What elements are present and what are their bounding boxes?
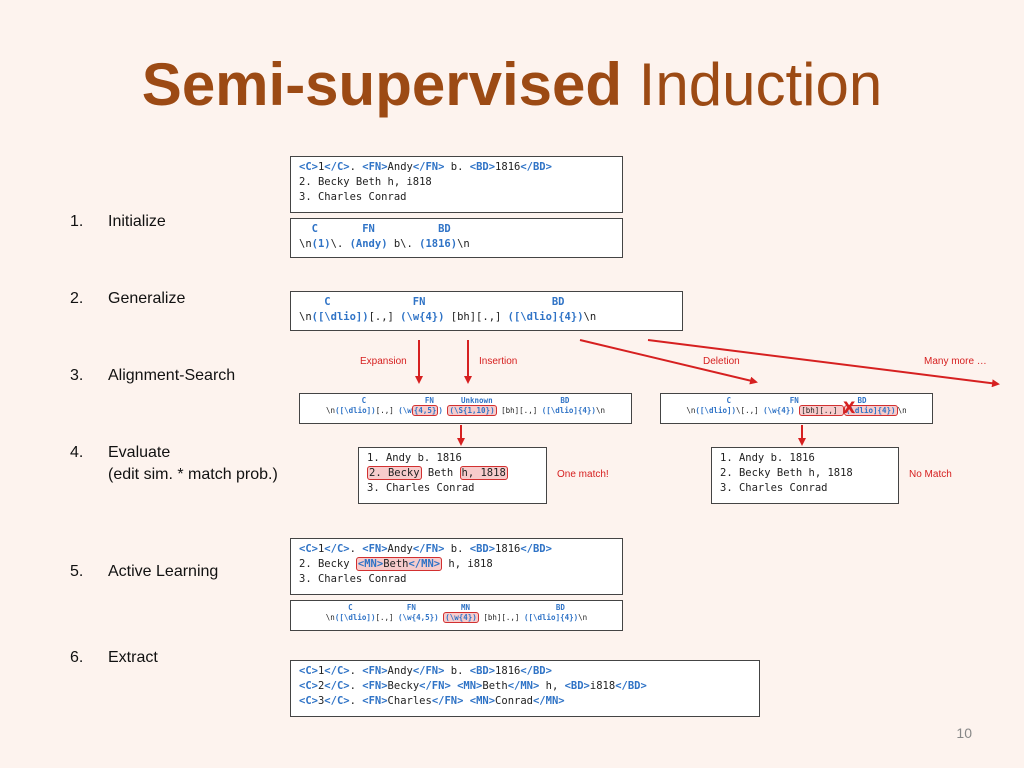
step-label: Evaluate	[108, 444, 171, 461]
title-normal: Induction	[622, 51, 883, 118]
cand-right-header: C FN BD	[726, 396, 867, 405]
cand-left-header: C FN Unknown BD	[361, 396, 570, 405]
extract-line-3: <C>3</C>. <FN>Charles</FN> <MN>Conrad</M…	[299, 695, 565, 707]
init-labeled-record: <C>1</C>. <FN>Andy</FN> b. <BD>1816</BD>…	[290, 156, 623, 213]
step-number: 5.	[70, 563, 84, 580]
candidate-regex-insertion: C FN Unknown BD \n([\dlio])[.,] (\w{4,5}…	[299, 393, 632, 424]
init-regex-pattern: \n(1)\. (Andy) b\. (1816)\n	[299, 238, 470, 250]
step-number: 6.	[70, 649, 84, 666]
label-deletion: Deletion	[703, 356, 740, 367]
label-one-match: One match!	[557, 469, 609, 480]
label-no-match: No Match	[909, 469, 952, 480]
init-line-2: 2. Becky Beth h, i818	[299, 176, 432, 188]
active-line-2: 2. Becky <MN>Beth</MN> h, i818	[299, 557, 493, 571]
cand-left-pattern: \n([\dlio])[.,] (\w{4,5}) (\S{1,10}) [bh…	[326, 405, 605, 416]
arrow-deletion	[579, 339, 758, 385]
label-insertion: Insertion	[479, 356, 518, 367]
slide-number: 10	[956, 725, 972, 741]
eval-result-no-match: 1. Andy b. 1816 2. Becky Beth h, 1818 3.…	[711, 447, 899, 504]
label-expansion: Expansion	[360, 356, 407, 367]
step-number: 4.	[70, 444, 84, 461]
active-line-3: 3. Charles Conrad	[299, 573, 407, 585]
gen-regex-pattern: \n([\dlio])[.,] (\w{4}) [bh][.,] ([\dlio…	[299, 311, 597, 323]
eval-left-line-1: 1. Andy b. 1816	[367, 452, 462, 464]
title-bold: Semi-supervised	[141, 51, 623, 118]
step-evaluate: 4. Evaluate (edit sim. * match prob.)	[70, 444, 278, 484]
slide-title: Semi-supervised Induction	[0, 50, 1024, 119]
candidate-regex-deletion: C FN BD \n([\dlio])\[.,] (\w{4}) [bh][.,…	[660, 393, 933, 424]
extract-line-1: <C>1</C>. <FN>Andy</FN> b. <BD>1816</BD>	[299, 665, 552, 677]
active-regex-header: C FN MN BD	[348, 603, 565, 612]
step-sublabel: (edit sim. * match prob.)	[108, 466, 278, 483]
label-many-more: Many more …	[924, 356, 987, 367]
eval-right-line-1: 1. Andy b. 1816	[720, 452, 815, 464]
eval-result-one-match: 1. Andy b. 1816 2. Becky Beth h, 1818 3.…	[358, 447, 547, 504]
step-label: Alignment-Search	[108, 367, 236, 384]
generalized-regex: C FN BD \n([\dlio])[.,] (\w{4}) [bh][.,]…	[290, 291, 683, 331]
extracted-records: <C>1</C>. <FN>Andy</FN> b. <BD>1816</BD>…	[290, 660, 760, 717]
init-line-3: 3. Charles Conrad	[299, 191, 407, 203]
deletion-x-mark: X	[843, 398, 856, 417]
step-label: Initialize	[108, 213, 166, 230]
eval-right-line-2: 2. Becky Beth h, 1818	[720, 467, 853, 479]
active-regex-pattern: \n([\dlio])[.,] (\w{4,5}) (\w{4}) [bh][.…	[325, 612, 588, 623]
step-number: 1.	[70, 213, 84, 230]
active-line-1: <C>1</C>. <FN>Andy</FN> b. <BD>1816</BD>	[299, 543, 552, 555]
step-alignment-search: 3. Alignment-Search	[70, 367, 235, 385]
step-label: Active Learning	[108, 563, 219, 580]
eval-left-line-2: 2. Becky Beth h, 1818	[367, 466, 508, 480]
step-generalize: 2. Generalize	[70, 290, 185, 308]
init-regex-header: C FN BD	[299, 223, 451, 235]
gen-regex-header: C FN BD	[299, 296, 565, 308]
step-number: 3.	[70, 367, 84, 384]
active-learning-record: <C>1</C>. <FN>Andy</FN> b. <BD>1816</BD>…	[290, 538, 623, 595]
step-label: Generalize	[108, 290, 186, 307]
active-learning-regex: C FN MN BD \n([\dlio])[.,] (\w{4,5}) (\w…	[290, 600, 623, 631]
step-active-learning: 5. Active Learning	[70, 563, 218, 581]
step-label: Extract	[108, 649, 158, 666]
arrow-many-more	[647, 339, 1000, 388]
step-initialize: 1. Initialize	[70, 213, 166, 231]
init-regex: C FN BD \n(1)\. (Andy) b\. (1816)\n	[290, 218, 623, 258]
eval-right-line-3: 3. Charles Conrad	[720, 482, 828, 494]
init-line-1: <C>1</C>. <FN>Andy</FN> b. <BD>1816</BD>	[299, 161, 552, 173]
extract-line-2: <C>2</C>. <FN>Becky</FN> <MN>Beth</MN> h…	[299, 680, 647, 692]
cand-right-pattern: \n([\dlio])\[.,] (\w{4}) [bh][.,] (\dlio…	[686, 405, 907, 416]
eval-left-line-3: 3. Charles Conrad	[367, 482, 475, 494]
step-extract: 6. Extract	[70, 649, 158, 667]
step-number: 2.	[70, 290, 84, 307]
